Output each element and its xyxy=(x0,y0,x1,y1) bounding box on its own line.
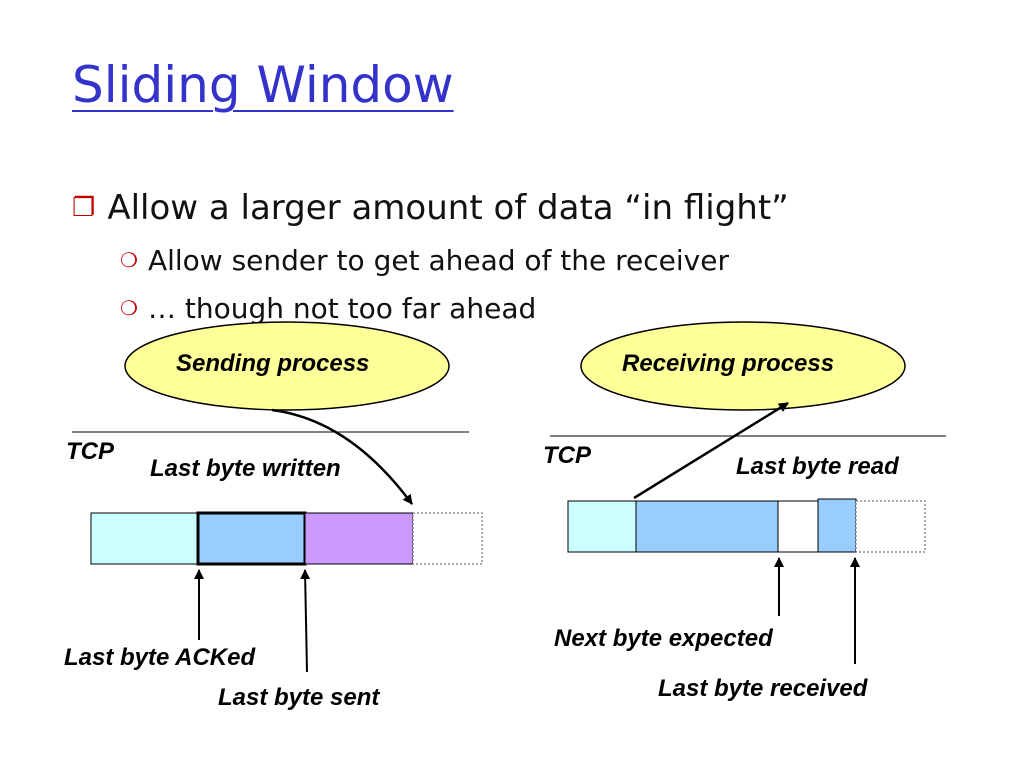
receiver-gap-segment xyxy=(777,500,819,553)
circle-bullet-icon: ❍ xyxy=(120,248,138,272)
sender-tcp-label: TCP xyxy=(66,438,114,465)
receiver-tcp-label: TCP xyxy=(543,442,591,469)
last-byte-sent-arrow xyxy=(300,569,311,673)
receiver-free-segment xyxy=(855,500,926,553)
last-byte-read-arrow xyxy=(633,401,789,500)
last-byte-received-label: Last byte received xyxy=(658,675,868,702)
last-byte-sent-label: Last byte sent xyxy=(218,684,380,711)
last-byte-acked-label: Last byte ACKed xyxy=(64,644,256,671)
bullet-1-text: Allow a larger amount of data “in flight… xyxy=(107,188,789,228)
last-byte-read-label: Last byte read xyxy=(736,453,899,480)
last-byte-written-label: Last byte written xyxy=(150,455,341,482)
bullet-2: ❍ Allow sender to get ahead of the receiv… xyxy=(120,244,729,277)
bullet-2-text: Allow sender to get ahead of the receive… xyxy=(147,244,729,277)
sender-unsent-segment xyxy=(304,512,414,565)
receiver-read-segment xyxy=(567,500,637,553)
circle-bullet-icon: ❍ xyxy=(120,296,138,320)
bullet-3-text: … though not too far ahead xyxy=(147,292,537,325)
receiver-out-of-order-segment xyxy=(817,498,857,553)
bullet-1: ❐ Allow a larger amount of data “in fligh… xyxy=(72,188,789,228)
last-byte-written-arrow xyxy=(271,408,414,505)
receiving-process-ellipse xyxy=(580,321,906,411)
receiver-buffered-segment xyxy=(635,500,779,553)
sender-free-segment xyxy=(412,512,483,565)
receiving-process-label: Receiving process xyxy=(622,350,835,377)
slide-title: Sliding Window xyxy=(72,56,454,114)
sender-in-flight-segment xyxy=(196,511,307,566)
next-byte-expected-label: Next byte expected xyxy=(554,625,773,652)
square-bullet-icon: ❐ xyxy=(72,193,96,223)
sending-process-label: Sending process xyxy=(176,350,370,377)
bullet-3: ❍ … though not too far ahead xyxy=(120,292,536,325)
sending-process-ellipse xyxy=(124,321,450,411)
sender-acked-segment xyxy=(90,512,199,565)
